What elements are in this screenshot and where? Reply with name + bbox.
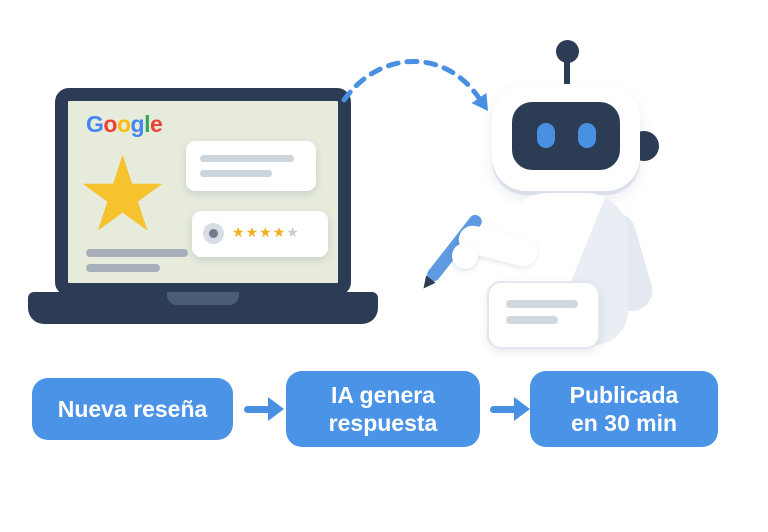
flow-step-label: IA genera [331, 381, 435, 408]
google-letter: o [116, 111, 131, 137]
placeholder-text-line [200, 155, 294, 162]
review-rating-card: ★★★★★ [192, 211, 328, 257]
google-letter: G [86, 111, 104, 137]
placeholder-text-line [86, 249, 188, 257]
antenna-stem [564, 60, 570, 88]
flow-step-published: Publicada en 30 min [530, 371, 718, 447]
dashed-arrow-icon [341, 59, 488, 111]
star-icon: ★ [272, 224, 287, 240]
star-icon: ★ [245, 224, 260, 240]
google-letter: g [130, 111, 145, 137]
flow-step-new-review: Nueva reseña [32, 378, 233, 440]
placeholder-text-line [506, 300, 578, 308]
star-icon: ★ [232, 224, 246, 240]
response-note-card [487, 281, 600, 349]
laptop-base [28, 292, 378, 324]
flow-step-label: respuesta [328, 410, 438, 436]
flow-step-label: Nueva reseña [57, 395, 208, 422]
robot-eye-left [537, 123, 555, 148]
placeholder-text-line [86, 264, 160, 272]
flow-step-label: Publicada [569, 381, 679, 408]
robot-head [492, 84, 640, 191]
flow-step-label: en 30 min [570, 410, 678, 436]
rating-stars: ★★★★★ [232, 223, 300, 243]
laptop-screen: Google ★ ★★★★★ [55, 88, 351, 296]
arrow-right-icon [242, 396, 288, 422]
laptop-notch [167, 292, 239, 305]
avatar [203, 223, 224, 244]
placeholder-text-line [506, 316, 558, 324]
review-card [186, 141, 316, 191]
placeholder-text-line [200, 170, 272, 177]
antenna-ball [556, 40, 579, 63]
google-letter: e [149, 111, 163, 137]
google-logo: Google [86, 111, 163, 138]
star-icon: ★ [286, 224, 300, 240]
google-letter: l [144, 111, 150, 137]
flow-step-ai-generates: IA genera respuesta [286, 371, 480, 447]
arrow-right-icon [488, 396, 534, 422]
google-letter: o [103, 111, 117, 137]
robot-face-screen [512, 102, 620, 170]
star-icon: ★ [76, 137, 170, 253]
robot-eye-right [578, 123, 596, 148]
robot-hand [452, 243, 478, 269]
star-icon: ★ [259, 224, 273, 240]
